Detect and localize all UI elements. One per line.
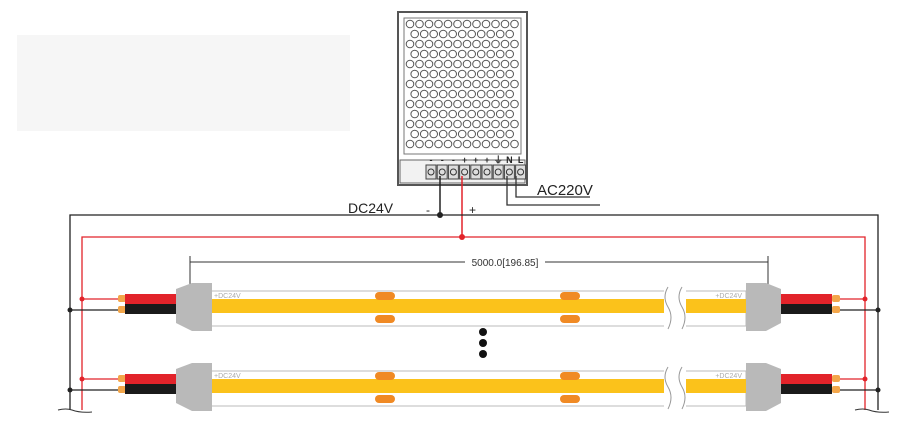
solder-pad <box>375 315 395 323</box>
ac220v-label: AC220V <box>537 182 593 199</box>
end-cap-right <box>746 363 781 411</box>
voltage-marking: +DC24V <box>214 293 241 300</box>
terminal-label: - <box>441 155 444 165</box>
end-cap-left <box>176 283 212 331</box>
led-band <box>210 379 746 393</box>
led-band <box>210 299 746 313</box>
led-strip: +DC24V +DC24V <box>67 283 881 331</box>
vent-holes <box>405 19 519 149</box>
end-cap-right <box>746 283 781 331</box>
terminal <box>470 164 482 180</box>
terminal <box>515 164 527 180</box>
terminal-label: - <box>430 155 433 165</box>
red-lead <box>125 294 177 304</box>
terminal-label: + <box>462 155 467 165</box>
terminal <box>436 164 448 180</box>
length-label: 5000.0[196.85] <box>472 258 539 269</box>
solder-pad <box>560 395 580 403</box>
terminal-label: + <box>473 155 478 165</box>
dimension-line <box>189 254 769 285</box>
voltage-marking: +DC24V <box>214 373 241 380</box>
solder-pad <box>375 372 395 380</box>
terminal <box>481 164 493 180</box>
terminal-label: ⏚ <box>494 155 503 165</box>
solder-pad <box>560 315 580 323</box>
terminal-block <box>425 164 527 180</box>
terminal <box>447 164 459 180</box>
terminal-label: L <box>518 155 524 165</box>
end-cap-left <box>176 363 212 411</box>
black-lead <box>125 384 177 394</box>
terminal <box>425 164 437 180</box>
dc24v-label: DC24V <box>348 200 394 216</box>
terminal <box>503 164 515 180</box>
minus-label: - <box>426 203 430 217</box>
terminal-label: N <box>506 155 513 165</box>
solder-pad <box>375 395 395 403</box>
red-lead <box>125 374 177 384</box>
led-strip: +DC24V +DC24V <box>67 363 881 411</box>
voltage-marking: +DC24V <box>715 293 742 300</box>
terminal-label: - <box>452 155 455 165</box>
terminal-label: + <box>484 155 489 165</box>
plus-label: + <box>469 203 476 217</box>
terminal <box>459 164 471 180</box>
solder-pad <box>375 292 395 300</box>
black-lead <box>125 304 177 314</box>
voltage-marking: +DC24V <box>715 373 742 380</box>
solder-pad <box>560 372 580 380</box>
terminal <box>492 164 504 180</box>
solder-pad <box>560 292 580 300</box>
blank-panel <box>17 35 350 131</box>
continuation-dots <box>479 328 487 358</box>
